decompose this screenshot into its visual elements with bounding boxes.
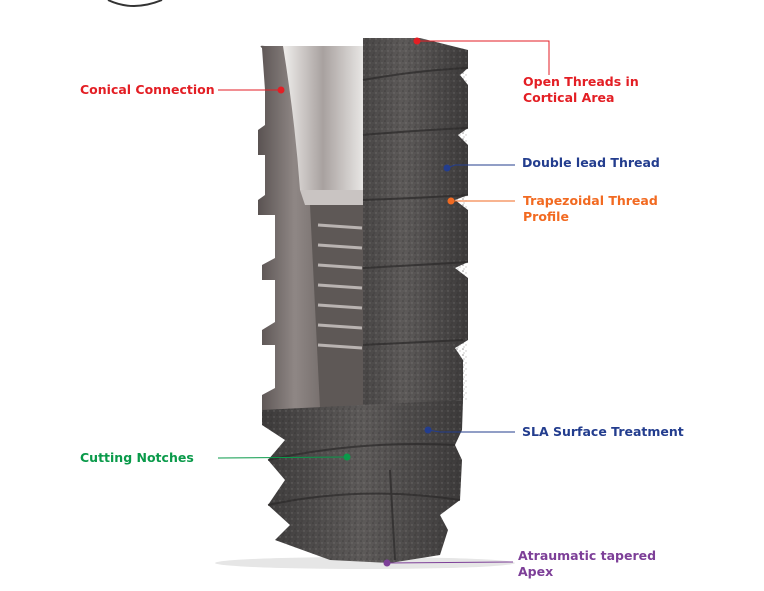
dot-cutting xyxy=(343,453,351,461)
leader-sla xyxy=(427,429,515,433)
label-trapezoidal-line1: Trapezoidal Thread xyxy=(523,193,658,208)
dot-sla xyxy=(424,426,432,434)
leader-open-threads xyxy=(417,40,550,75)
dot-conical xyxy=(277,86,285,94)
label-apex: Atraumatic tapered Apex xyxy=(518,548,656,580)
dot-open-threads xyxy=(413,37,421,45)
label-sla: SLA Surface Treatment xyxy=(522,424,684,439)
label-cutting-notches: Cutting Notches xyxy=(80,450,194,465)
label-apex-line2: Apex xyxy=(518,564,554,579)
logo-arc xyxy=(107,0,163,7)
leader-cutting xyxy=(217,456,348,459)
label-double-lead: Double lead Thread xyxy=(522,155,660,170)
label-trapezoidal-line2: Profile xyxy=(523,209,569,224)
dot-apex xyxy=(383,559,391,567)
label-open-threads-line1: Open Threads in xyxy=(523,74,639,89)
dot-trapezoidal xyxy=(447,197,455,205)
label-open-threads-line2: Cortical Area xyxy=(523,90,615,105)
leader-apex xyxy=(386,561,514,564)
dot-double-lead xyxy=(443,164,451,172)
label-apex-line1: Atraumatic tapered xyxy=(518,548,657,563)
label-open-threads: Open Threads in Cortical Area xyxy=(523,74,639,106)
label-trapezoidal: Trapezoidal Thread Profile xyxy=(523,193,658,225)
label-conical-connection: Conical Connection xyxy=(80,82,215,97)
